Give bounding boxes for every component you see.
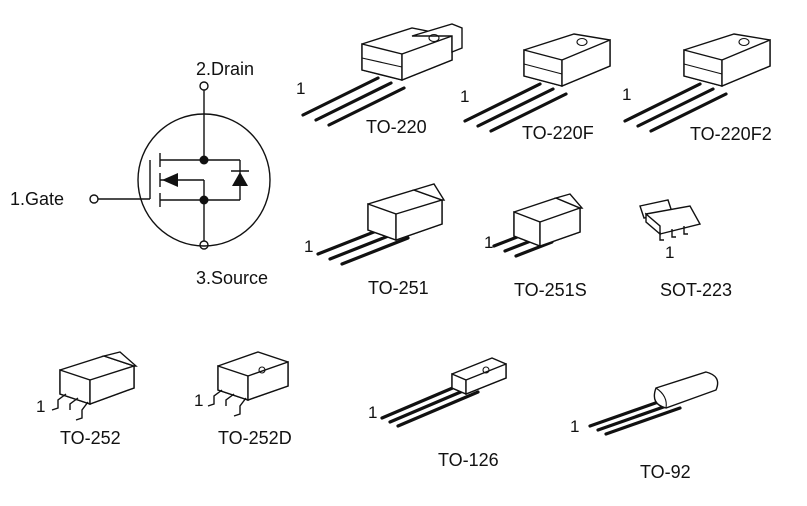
to-126-label: TO-126 <box>438 450 499 470</box>
to-92-label: TO-92 <box>640 462 691 482</box>
package-to-251s: 1 TO-251S <box>484 193 587 300</box>
body-diode-icon <box>232 172 248 186</box>
to-251s-pin1-mark: 1 <box>484 233 493 252</box>
package-to-252d: 1 TO-252D <box>194 351 292 448</box>
package-to-251: 1 TO-251 <box>304 183 446 298</box>
to-252-pin1-mark: 1 <box>36 397 45 416</box>
gate-label: 1.Gate <box>10 189 64 209</box>
source-label: 3.Source <box>196 268 268 288</box>
drain-label: 2.Drain <box>196 59 254 79</box>
package-sot-223: 1 SOT-223 <box>639 199 732 300</box>
to-126-pin1-mark: 1 <box>368 403 377 422</box>
to-220f2-label: TO-220F2 <box>690 124 772 144</box>
package-to-220f: 1 TO-220F <box>460 33 611 143</box>
gate-terminal <box>89 194 99 204</box>
to-252d-label: TO-252D <box>218 428 292 448</box>
sot-223-pin1-mark: 1 <box>665 243 674 262</box>
source-terminal <box>199 240 209 250</box>
to-251-pin1-mark: 1 <box>304 237 313 256</box>
mosfet-schematic: 2.Drain 1.Gate 3.Source <box>10 59 271 288</box>
to-251s-label: TO-251S <box>514 280 587 300</box>
to-252d-pin1-mark: 1 <box>194 391 203 410</box>
package-to-92: 1 TO-92 <box>570 371 719 482</box>
to-220-label: TO-220 <box>366 117 427 137</box>
to-220f2-pin1-mark: 1 <box>622 85 631 104</box>
package-to-126: 1 TO-126 <box>368 357 507 470</box>
channel-arrow-icon <box>162 173 178 187</box>
to-220f-pin1-mark: 1 <box>460 87 469 106</box>
drain-terminal <box>199 81 209 91</box>
package-to-220f2: 1 TO-220F2 <box>622 33 772 144</box>
package-to-220: 1 TO-220 <box>296 23 463 137</box>
sot-223-label: SOT-223 <box>660 280 732 300</box>
to-251-label: TO-251 <box>368 278 429 298</box>
to-92-pin1-mark: 1 <box>570 417 579 436</box>
to-252-label: TO-252 <box>60 428 121 448</box>
package-to-252: 1 TO-252 <box>36 351 138 448</box>
to-220-pin1-mark: 1 <box>296 79 305 98</box>
to-220f-label: TO-220F <box>522 123 594 143</box>
